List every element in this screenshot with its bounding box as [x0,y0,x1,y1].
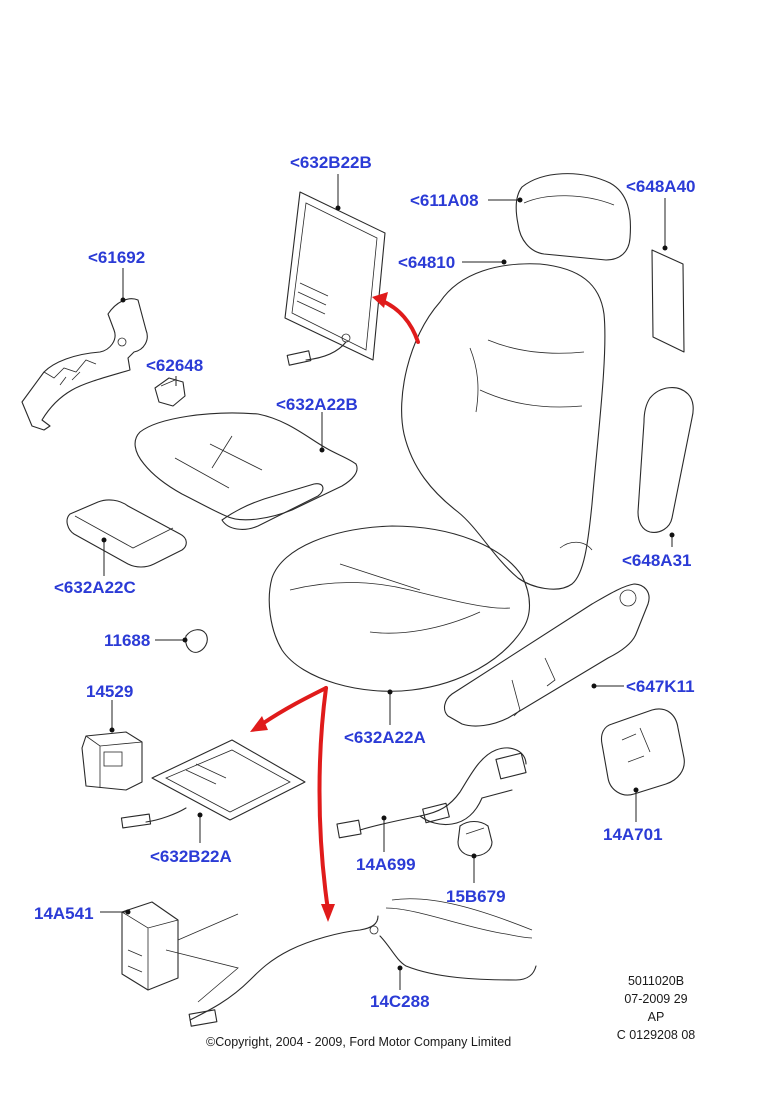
label-647K11[interactable]: <647K11 [626,677,695,696]
label-648A31[interactable]: <648A31 [622,551,691,570]
part-backrest[interactable] [401,263,606,590]
part-switch[interactable] [81,731,143,791]
ref-line-1: 5011020B [628,974,684,988]
label-62648[interactable]: <62648 [146,356,203,375]
part-front-bolster[interactable] [66,499,187,568]
label-632A22B[interactable]: <632A22B [276,395,358,414]
label-14A541[interactable]: 14A541 [34,904,94,923]
label-648A40[interactable]: <648A40 [626,177,695,196]
ref-line-3: AP [648,1010,665,1024]
label-14C288[interactable]: 14C288 [370,992,430,1011]
part-side-trim[interactable] [637,387,694,533]
label-632B22B[interactable]: <632B22B [290,153,372,172]
label-11688[interactable]: 11688 [104,631,150,650]
label-14A701[interactable]: 14A701 [603,825,663,844]
label-632A22A[interactable]: <632A22A [344,728,426,747]
part-heater-mat-cushion[interactable] [120,739,306,829]
part-seat-switch-module[interactable] [600,708,685,796]
label-611A08[interactable]: <611A08 [410,191,479,210]
arrow-to-cushion-heater [250,686,328,732]
label-15B679[interactable]: 15B679 [446,887,506,906]
part-seat-bracket[interactable] [21,298,148,431]
part-headrest[interactable] [515,173,631,261]
part-retainer-clip[interactable] [185,629,208,653]
part-wiring-harness[interactable] [336,747,527,839]
part-heater-mat-backrest[interactable] [284,191,386,366]
label-632A22C[interactable]: <632A22C [54,578,136,597]
label-632B22A[interactable]: <632B22A [150,847,232,866]
ref-line-4: C 0129208 08 [617,1028,696,1042]
arrow-to-backrest-heater [372,292,420,344]
part-seat-frame[interactable] [443,583,650,727]
label-61692[interactable]: <61692 [88,248,145,267]
ref-line-2: 07-2009 29 [624,992,687,1006]
part-clip[interactable] [154,377,186,407]
part-control-module[interactable] [121,901,239,1003]
part-cable[interactable] [188,898,537,1027]
part-label-plate[interactable] [651,249,685,353]
copyright-notice: ©Copyright, 2004 - 2009, Ford Motor Comp… [206,1035,511,1049]
part-cushion-pad[interactable] [134,412,358,530]
label-64810[interactable]: <64810 [398,253,455,272]
part-seat-cushion[interactable] [268,525,531,692]
leader-lines [100,174,675,990]
part-connector-switch[interactable] [457,820,493,857]
label-14529[interactable]: 14529 [86,682,133,701]
label-14A699[interactable]: 14A699 [356,855,416,874]
arrow-to-harness [317,686,335,922]
